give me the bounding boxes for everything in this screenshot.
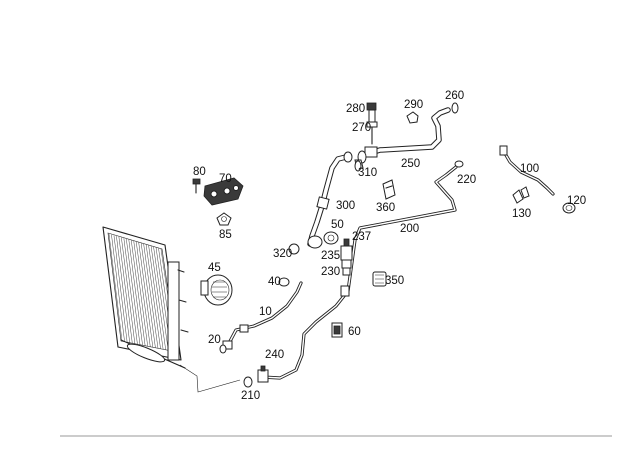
grommet-icon	[372, 271, 387, 287]
condenser-fin	[126, 238, 141, 345]
callout-220: 220	[457, 174, 476, 186]
receiver-drier-icon	[200, 274, 233, 306]
compressor-bracket-icon	[203, 177, 244, 206]
callout-235: 235	[321, 250, 340, 262]
suction-hose-icon	[307, 151, 353, 249]
nut-icon	[406, 111, 419, 124]
callout-250: 250	[401, 158, 420, 170]
callout-320: 320	[273, 248, 292, 260]
o-ring-icon	[451, 102, 459, 114]
callout-85: 85	[219, 229, 232, 241]
callout-360: 360	[376, 202, 395, 214]
cap-icon	[354, 160, 362, 172]
condenser-fin	[121, 237, 136, 344]
o-ring-icon	[219, 243, 300, 354]
condenser-fin	[148, 245, 164, 350]
condenser-fin	[153, 246, 169, 351]
condenser-fin	[140, 243, 156, 348]
condenser-fin	[116, 236, 130, 343]
condenser-fin	[118, 236, 133, 344]
bracket-icon	[382, 179, 396, 200]
callout-10: 10	[259, 306, 272, 318]
condenser-fin	[135, 241, 151, 347]
callout-20: 20	[208, 334, 221, 346]
condenser-fin	[143, 243, 159, 349]
callout-40: 40	[268, 276, 281, 288]
condenser-fin	[133, 241, 148, 347]
callout-50: 50	[331, 219, 344, 231]
hose-icon	[222, 281, 303, 350]
callout-60: 60	[348, 326, 361, 338]
callout-270: 270	[352, 122, 371, 134]
o-ring-icon	[562, 202, 576, 214]
callout-200: 200	[400, 223, 419, 235]
condenser-fin	[150, 246, 166, 350]
callout-240: 240	[265, 349, 284, 361]
service-valve-icon	[366, 102, 378, 145]
nut-icon	[216, 212, 232, 226]
leader-line	[179, 364, 241, 393]
condenser-fin	[138, 242, 154, 348]
condenser-icon	[102, 226, 189, 369]
condenser-fin	[131, 240, 146, 346]
pressure-pipe-icon	[357, 107, 451, 164]
callout-100: 100	[520, 163, 539, 175]
service-port-icon	[243, 365, 269, 388]
callout-350: 350	[385, 275, 404, 287]
callout-300: 300	[336, 200, 355, 212]
bolt-icon	[192, 178, 201, 194]
callout-290: 290	[404, 99, 423, 111]
callout-237: 237	[352, 231, 371, 243]
callout-210: 210	[241, 390, 260, 402]
pipe-icon	[260, 160, 464, 380]
callout-120: 120	[567, 195, 586, 207]
callout-80: 80	[193, 166, 206, 178]
condenser-fin	[128, 239, 143, 346]
callout-310: 310	[358, 167, 377, 179]
clamp-icon	[331, 322, 343, 338]
callout-230: 230	[321, 266, 340, 278]
callout-45: 45	[208, 262, 221, 274]
clip-icon	[512, 186, 530, 204]
condenser-fin	[145, 244, 161, 349]
condenser-fin	[111, 234, 125, 342]
pressure-switch-icon	[323, 231, 353, 297]
condenser-fin	[108, 233, 123, 342]
condenser-fin	[123, 238, 138, 345]
callout-260: 260	[445, 90, 464, 102]
callout-130: 130	[512, 208, 531, 220]
callout-70: 70	[219, 173, 232, 185]
callout-280: 280	[346, 103, 365, 115]
condenser-fin	[113, 235, 128, 343]
pipe-icon	[499, 145, 555, 196]
